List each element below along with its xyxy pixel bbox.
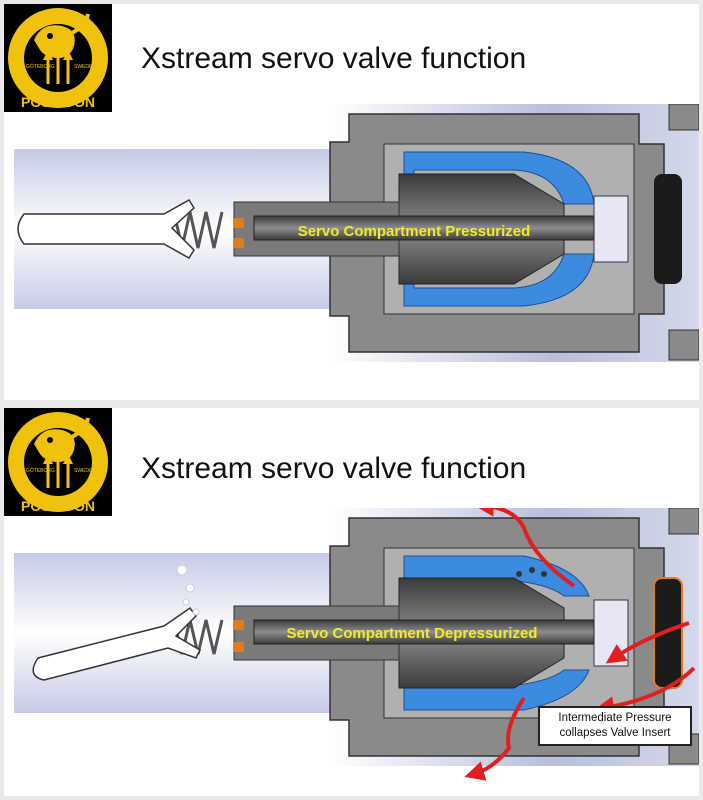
page-title: Xstream servo valve function [141,42,527,75]
pressure-arrow-icon [594,666,696,717]
bubble-icon [192,608,200,616]
compartment-label: Servo Compartment Depressurized [287,625,538,642]
vent-hole [529,567,535,573]
logo-right-text: SWEDEN [74,468,96,474]
bubble-icon [185,583,195,593]
stem-shaft [253,619,595,645]
outer-flange-top [668,508,699,535]
vent-hole [516,571,522,577]
poseidon-logo: POSEIDON GÖTEBORG SWEDEN [4,4,112,112]
stem-shaft [253,215,595,241]
end-cap [654,174,682,284]
logo-left-text: GÖTEBORG [26,467,55,474]
orange-oring-bottom [234,642,244,652]
outer-flange-bottom [668,329,699,361]
orange-oring-bottom [234,238,244,248]
exhaust-arrow-up-icon [474,508,576,588]
outer-flange-top [668,104,699,131]
logo-left-text: GÖTEBORG [26,63,55,70]
valve-seat [593,195,629,263]
poseidon-logo-graphic: POSEIDON GÖTEBORG SWEDEN [8,412,108,514]
page-title: Xstream servo valve function [141,452,527,485]
poseidon-logo: POSEIDON GÖTEBORG SWEDEN [4,408,112,516]
callout-box: Intermediate Pressure collapses Valve In… [538,706,692,746]
callout-line-1: Intermediate Pressure [558,712,672,724]
valve-diagram-pressurized: Servo Compartment Pressurized [14,104,699,362]
slide-pressurized: POSEIDON GÖTEBORG SWEDEN Xstream servo v… [4,4,699,400]
valve-seat [593,599,629,667]
valve-diagram-depressurized: Servo Compartment Depressurized [14,508,699,781]
poseidon-logo-graphic: POSEIDON GÖTEBORG SWEDEN [8,8,108,110]
bubble-icon [176,564,188,576]
logo-right-text: SWEDEN [74,64,96,70]
orange-oring-top [234,218,244,228]
vent-hole [541,571,547,577]
logo-brand-text: POSEIDON [21,498,95,514]
slide-depressurized: POSEIDON GÖTEBORG SWEDEN Xstream servo v… [4,408,699,796]
compartment-label: Servo Compartment Pressurized [298,223,531,240]
lever [17,198,195,260]
exhaust-arrow-down-icon [464,696,526,781]
lever-pressed [32,606,201,681]
callout-line-2: collapses Valve Insert [559,727,671,739]
pressure-arrow-icon [605,621,690,664]
orange-oring-top [234,620,244,630]
bubble-icon [182,598,190,606]
logo-brand-text: POSEIDON [21,94,95,110]
